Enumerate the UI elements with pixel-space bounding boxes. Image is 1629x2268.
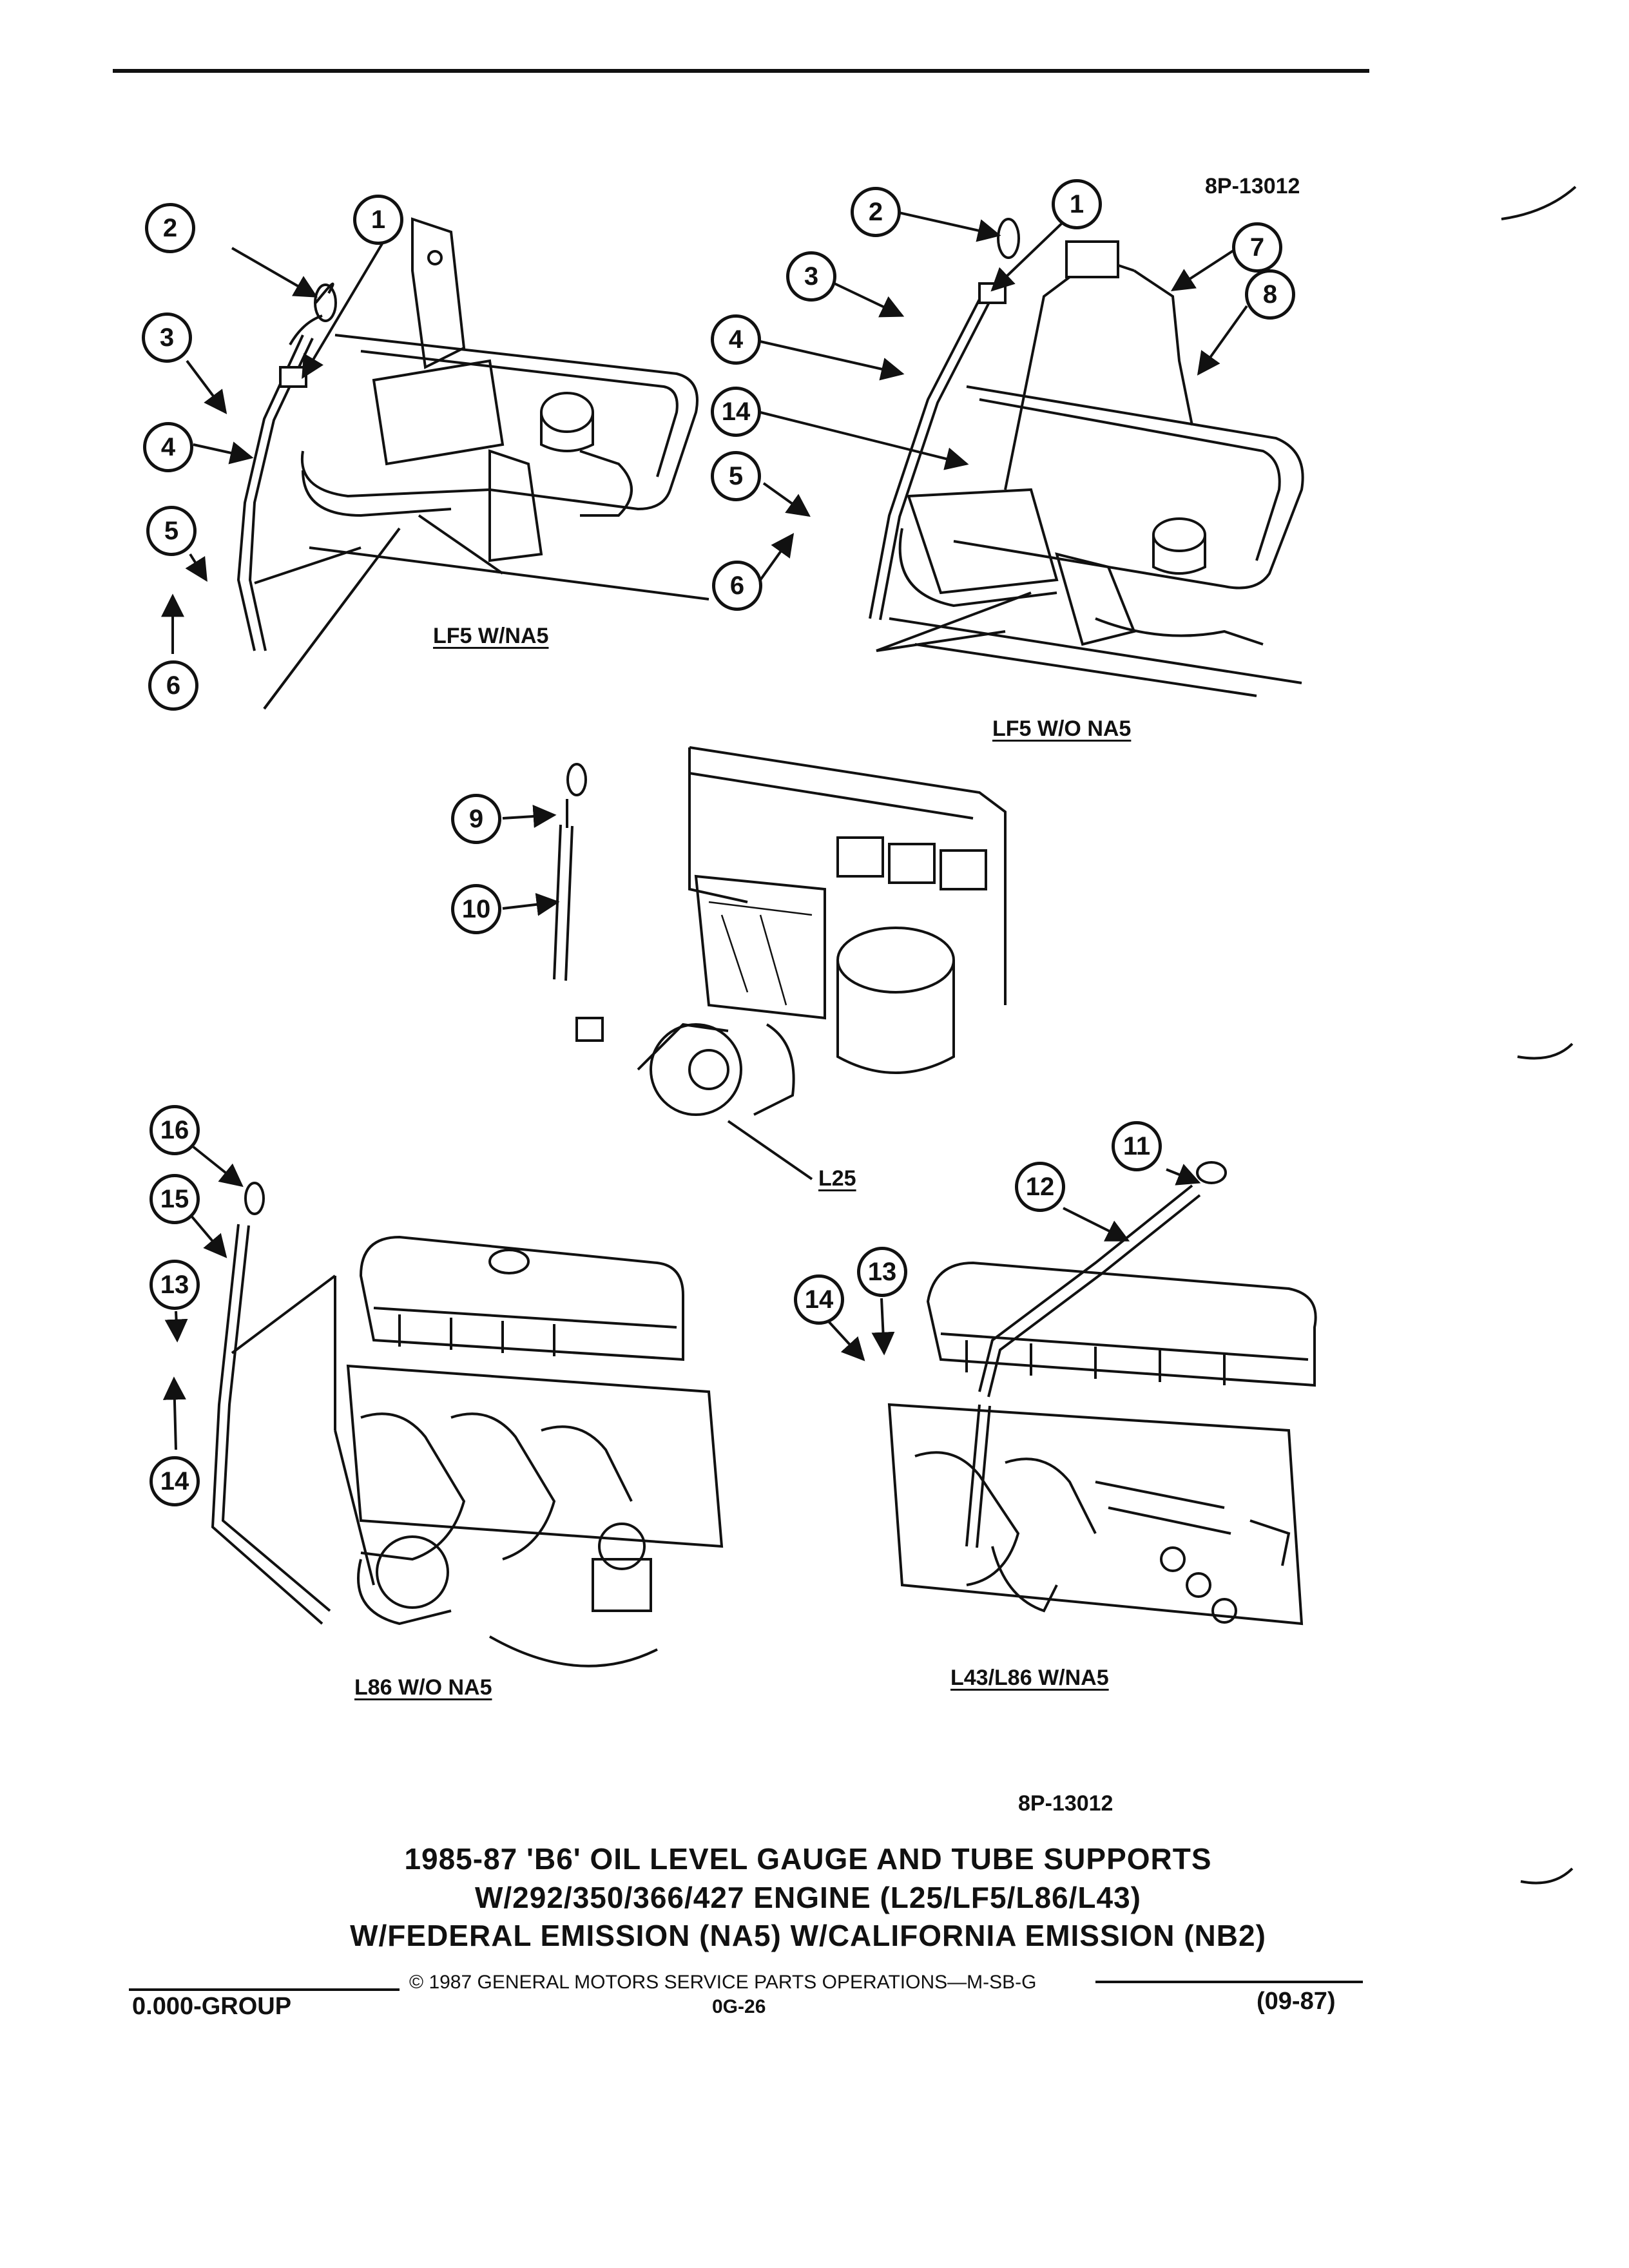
title-line-1: 1985-87 'B6' OIL LEVEL GAUGE AND TUBE SU…	[404, 1842, 1212, 1876]
callout-leaders	[161, 211, 1248, 1450]
diagram-id-top: 8P-13012	[1205, 174, 1300, 198]
callout-14: 14	[794, 1274, 844, 1325]
diagram-id-bottom: 8P-13012	[1018, 1791, 1113, 1816]
callout-3: 3	[786, 251, 836, 302]
callout-13: 13	[857, 1247, 907, 1297]
callout-11: 11	[1112, 1121, 1162, 1171]
callout-5: 5	[711, 451, 761, 501]
engine-lf5-without-na5	[869, 218, 1304, 697]
callout-14: 14	[711, 387, 761, 437]
engine-l43-l86-with-na5	[887, 1161, 1317, 1626]
view-caption-l86-without-na5: L86 W/O NA5	[354, 1675, 492, 1700]
callout-9: 9	[451, 794, 501, 844]
callout-2: 2	[851, 187, 901, 237]
title-line-3: W/FEDERAL EMISSION (NA5) W/CALIFORNIA EM…	[350, 1919, 1266, 1952]
callout-14: 14	[149, 1456, 200, 1506]
callout-1: 1	[353, 195, 403, 245]
footer-rule-left	[129, 1988, 400, 1991]
callout-4: 4	[143, 422, 193, 472]
callout-15: 15	[149, 1174, 200, 1224]
footer-group: 0.000-GROUP	[132, 1993, 292, 2020]
scan-mark	[1520, 1867, 1574, 1885]
scan-mark	[1501, 186, 1577, 220]
engine-l86-without-na5	[211, 1182, 724, 1667]
callout-1: 1	[1052, 179, 1102, 229]
view-caption-lf5-with-na5: LF5 W/NA5	[433, 624, 549, 648]
callout-4: 4	[711, 314, 761, 365]
view-caption-lf5-without-na5: LF5 W/O NA5	[992, 716, 1132, 741]
engine-l25	[553, 746, 1007, 1180]
callout-8: 8	[1245, 269, 1295, 320]
footer-rule-right	[1095, 1981, 1363, 1983]
callout-12: 12	[1015, 1162, 1065, 1212]
scan-mark	[1517, 1043, 1574, 1060]
header-rule	[113, 69, 1369, 73]
callout-16: 16	[149, 1105, 200, 1155]
callout-6: 6	[148, 660, 198, 711]
callout-10: 10	[451, 884, 501, 934]
footer-page: 0G-26	[712, 1996, 766, 2017]
callout-6: 6	[712, 561, 762, 611]
callout-2: 2	[145, 203, 195, 253]
footer-date: (09-87)	[1257, 1988, 1336, 2015]
title-line-2: W/292/350/366/427 ENGINE (L25/LF5/L86/L4…	[474, 1881, 1141, 1914]
callout-3: 3	[142, 312, 192, 363]
footer-copyright: © 1987 GENERAL MOTORS SERVICE PARTS OPER…	[409, 1972, 1037, 1993]
view-caption-l43-l86-with-na5: L43/L86 W/NA5	[950, 1666, 1109, 1690]
view-caption-l25: L25	[818, 1166, 856, 1191]
callout-13: 13	[149, 1260, 200, 1310]
callout-5: 5	[146, 506, 197, 556]
callout-7: 7	[1232, 222, 1282, 273]
